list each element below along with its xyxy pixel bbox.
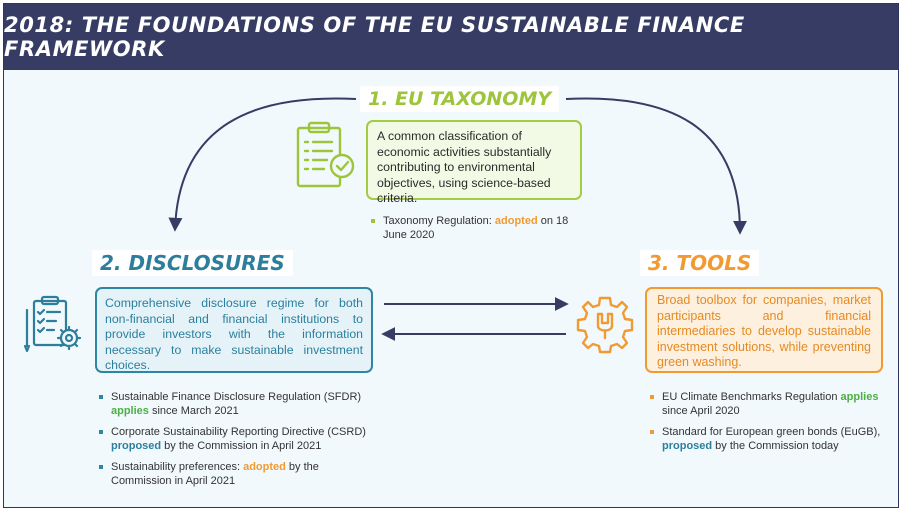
arrow-taxonomy-to-tools [565, 97, 747, 235]
disclosures-notes: Sustainable Finance Disclosure Regulatio… [98, 390, 378, 495]
arrow-taxonomy-to-disclosures [168, 97, 357, 232]
list-item: Taxonomy Regulation: adopted on 18 June … [370, 214, 570, 242]
taxonomy-title: 1. EU TAXONOMY [360, 86, 560, 112]
clipboard-checklist-icon [296, 121, 355, 188]
disclosures-title: 2. DISCLOSURES [92, 250, 293, 276]
status-label: proposed [662, 440, 713, 452]
status-label: adopted [243, 461, 286, 473]
status-label: applies [111, 405, 149, 417]
status-label: adopted [494, 215, 538, 227]
taxonomy-notes: Taxonomy Regulation: adopted on 18 June … [370, 214, 570, 249]
wrench-gear-icon [576, 296, 634, 354]
tools-title: 3. TOOLS [640, 250, 760, 276]
list-item: Sustainability preferences: adopted by t… [98, 460, 378, 488]
list-item: Standard for European green bonds (EuGB)… [649, 425, 889, 453]
tools-description: Broad toolbox for companies, market part… [645, 287, 883, 373]
clipboard-gear-icon [23, 295, 82, 353]
taxonomy-description: A common classification of economic acti… [366, 120, 582, 205]
list-item: Corporate Sustainability Reporting Direc… [98, 425, 378, 453]
list-item: EU Climate Benchmarks Regulation applies… [649, 390, 889, 418]
disclosures-description: Comprehensive disclosure regime for both… [95, 287, 373, 373]
tools-notes: EU Climate Benchmarks Regulation applies… [649, 390, 889, 460]
infographic-frame: 2018: THE FOUNDATIONS OF THE EU SUSTAINA… [3, 3, 899, 508]
status-label: proposed [111, 440, 162, 452]
list-item: Sustainable Finance Disclosure Regulatio… [98, 390, 378, 418]
connector-arrows [168, 97, 747, 341]
status-label: applies [840, 391, 879, 403]
page-title: 2018: THE FOUNDATIONS OF THE EU SUSTAINA… [4, 13, 745, 61]
header-bar: 2018: THE FOUNDATIONS OF THE EU SUSTAINA… [4, 4, 898, 70]
